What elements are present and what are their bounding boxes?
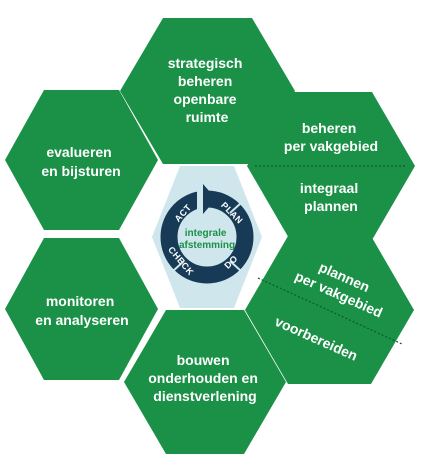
svg-text:monitoren en analyseren: monitoren en analyseren [35,293,128,328]
hex-bouwen-onderhouden: bouwen onderhouden en dienstverlening [124,310,286,454]
svg-text:evalueren en bijsturen: evalueren en bijsturen [41,144,120,179]
hex-strategisch-beheren: strategisch beheren openbare ruimte [120,18,295,164]
hex-bottom-line-1: bouwen [177,352,230,368]
hex-bottom-line-2: onderhouden en [148,370,258,386]
center-line-2: afstemming [179,240,235,251]
hex-lower-right-divider [257,277,403,345]
hex-plannen-voorbereiden: plannen per vakgebied voorbereiden [245,236,414,384]
svg-text:integrale afstemming: integrale afstemming [179,228,235,251]
hex-monitoren: monitoren en analyseren [5,238,158,380]
hex-evalueren: evalueren en bijsturen [5,90,158,230]
hex-upper-right-top-line-1: beheren [302,120,356,136]
hex-lower-right-shape [245,236,414,384]
hex-lower-left-line-2: en analyseren [35,312,128,328]
hex-upper-left-line-2: en bijsturen [41,163,120,179]
hex-upper-right-bottom-line-1: integraal [300,180,358,196]
hex-top-line-2: beheren [178,73,232,89]
hex-upper-left-line-1: evalueren [46,144,111,160]
hex-upper-right-top-line-2: per vakgebied [284,138,378,154]
center-pdca: ACT PLAN DO CHECK integrale afstemming [152,166,262,308]
hex-upper-left-shape [5,90,158,230]
hex-top-shape [120,18,295,164]
hex-top-line-1: strategisch [168,55,243,71]
center-line-1: integrale [185,228,227,239]
svg-text:beheren per vakgebied: beheren per vakgebied [284,120,378,154]
hex-top-line-3: openbare [174,91,237,107]
hex-upper-right-bottom-line-2: plannen [304,198,358,214]
hex-lower-left-line-1: monitoren [46,293,114,309]
svg-text:bouwen onderhouden en: bouwen onderhouden en dienstverlening [148,352,262,404]
pdca-arrowhead [203,184,216,214]
svg-text:strategisch beheren: strategisch beheren openbare ruimte [168,55,247,125]
hex-lower-left-shape [5,238,158,380]
hex-beheren-integraal: beheren per vakgebied integraal plannen [247,92,415,240]
svg-text:integraal plannen: integraal plannen [300,180,362,214]
hex-bottom-line-3: dienstverlening [153,388,256,404]
hex-bottom-shape [124,310,286,454]
hex-top-line-4: ruimte [186,109,229,125]
